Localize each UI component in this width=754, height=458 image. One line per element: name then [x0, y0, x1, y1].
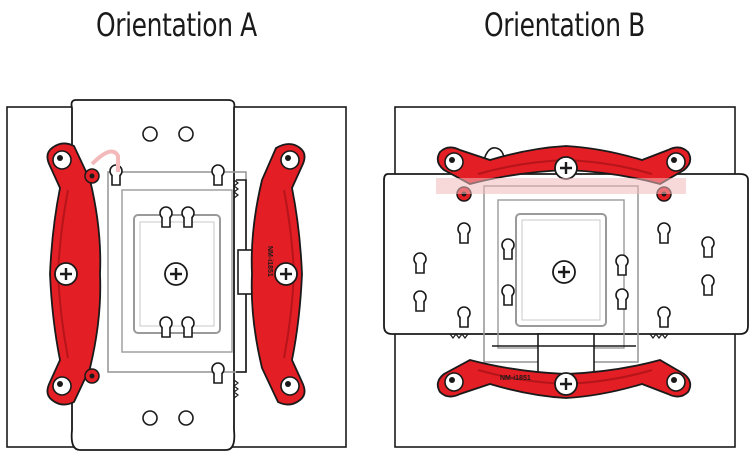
orientation-b-diagram: NM-i1851: [384, 107, 748, 447]
bracket-label-a: NM-i1851: [266, 246, 273, 277]
bracket-label-b: NM-i1851: [500, 375, 531, 382]
orientation-a-diagram: NM-i1851: [7, 100, 346, 450]
